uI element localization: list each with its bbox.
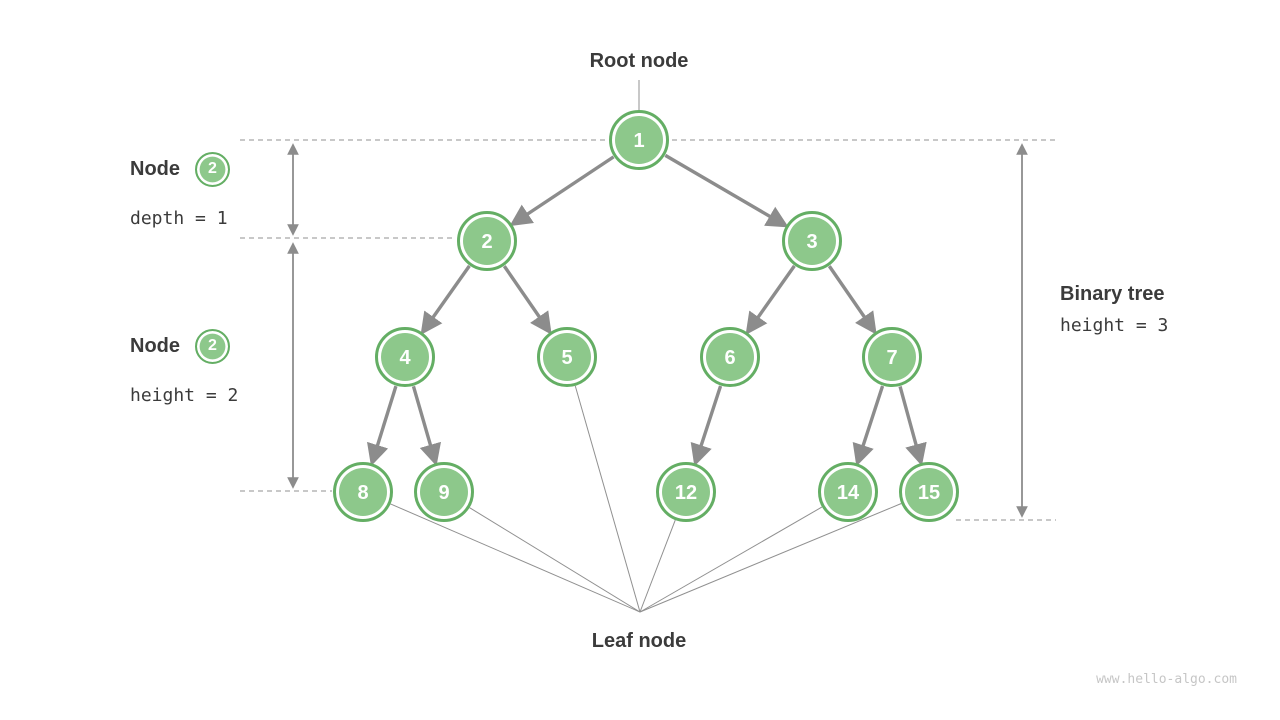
edge-2-4 <box>420 264 471 335</box>
node-circle-inner <box>788 217 836 265</box>
tree-node-14: 14 <box>818 462 878 522</box>
node-height-value: height = 2 <box>130 385 239 406</box>
node-value: 7 <box>886 347 897 369</box>
node-depth-title: Node <box>130 157 180 180</box>
node-value: 5 <box>561 347 572 369</box>
leaf-pointer-line-14 <box>639 506 823 613</box>
tree-node-2: 2 <box>457 211 517 271</box>
watermark: www.hello-algo.com <box>1096 672 1237 687</box>
tree-node-4: 4 <box>375 327 435 387</box>
edge-1-3 <box>664 153 789 228</box>
node-depth-value: depth = 1 <box>130 208 228 229</box>
node-circle-inner <box>824 468 872 516</box>
edge-7-15 <box>898 385 927 466</box>
node-circle-inner <box>463 217 511 265</box>
node-value: 6 <box>724 347 735 369</box>
node-value: 4 <box>399 347 411 369</box>
leaf-pointer-line-12 <box>639 519 676 613</box>
leaf-pointer-line-8 <box>390 503 641 613</box>
node-value: 2 <box>481 231 492 253</box>
node-circle-inner <box>381 333 429 381</box>
tree-node-5: 5 <box>537 327 597 387</box>
node-value: 14 <box>837 482 860 504</box>
edge-2-5 <box>502 265 552 335</box>
node-value: 12 <box>675 482 697 504</box>
node-height-annotation: Node 2 height = 2 <box>130 327 238 406</box>
node-depth-annotation: Node 2 depth = 1 <box>130 150 230 229</box>
edge-4-8 <box>367 385 398 467</box>
node-circle-inner <box>905 468 953 516</box>
edge-7-14 <box>852 385 885 467</box>
node-value: 8 <box>357 482 368 504</box>
node-circle-inner <box>662 468 710 516</box>
node-value: 15 <box>918 482 940 504</box>
tree-node-1: 1 <box>609 110 669 170</box>
edge-4-9 <box>411 385 441 467</box>
node-circle-inner <box>543 333 591 381</box>
binary-tree-height-annotation: Binary tree height = 3 <box>1060 281 1168 336</box>
edge-6-12 <box>690 385 723 467</box>
node-height-title: Node <box>130 334 180 357</box>
node-circle-inner <box>615 116 663 164</box>
edge-3-7 <box>827 265 877 335</box>
leaf-pointer-line-5 <box>574 385 641 613</box>
binary-tree-title: Binary tree <box>1060 283 1165 305</box>
tree-node-9: 9 <box>414 462 474 522</box>
node-depth-badge: 2 <box>195 151 230 187</box>
node-value: 1 <box>633 130 644 152</box>
tree-node-8: 8 <box>333 462 393 522</box>
node-value: 9 <box>438 482 449 504</box>
measure-arrows <box>287 143 1028 518</box>
tree-edges <box>367 153 927 467</box>
tree-node-6: 6 <box>700 327 760 387</box>
node-value: 3 <box>806 231 817 253</box>
tree-node-3: 3 <box>782 211 842 271</box>
tree-node-12: 12 <box>656 462 716 522</box>
leaf-pointer-line-9 <box>469 507 641 613</box>
binary-tree-height-value: height = 3 <box>1060 315 1169 336</box>
root-node-label: Root node <box>589 50 689 72</box>
tree-node-15: 15 <box>899 462 959 522</box>
node-circle-inner <box>706 333 754 381</box>
edge-1-2 <box>509 155 615 227</box>
leaf-node-label: Leaf node <box>591 630 687 652</box>
leaf-pointer-line-15 <box>639 503 902 613</box>
leaf-pointer-lines <box>390 385 902 613</box>
node-circle-inner <box>868 333 916 381</box>
node-height-badge: 2 <box>195 328 230 364</box>
node-circle-inner <box>339 468 387 516</box>
edge-3-6 <box>745 264 796 335</box>
node-circle-inner <box>420 468 468 516</box>
tree-node-7: 7 <box>862 327 922 387</box>
